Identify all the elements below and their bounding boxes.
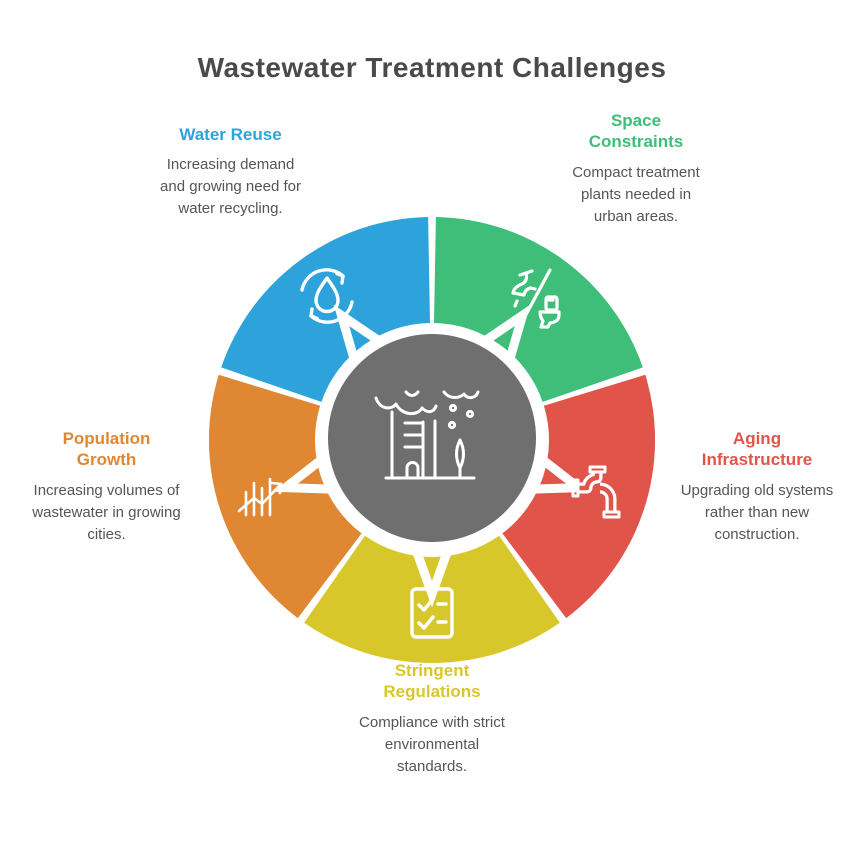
segment-space-constraints (434, 217, 643, 402)
center-circle (328, 334, 536, 542)
label-block-population-growth: Population Growth Increasing volumes of … (14, 428, 199, 546)
segment-description: Compact treatment plants needed in urban… (572, 163, 700, 225)
chevron-icon (272, 455, 332, 494)
label-block-space-constraints: Space Constraints Compact treatment plan… (551, 110, 721, 228)
segment-description: Upgrading old systems rather than new co… (680, 481, 834, 543)
pipes-icon (571, 465, 621, 519)
slash-divider (520, 268, 552, 324)
segment-divider-chevrons (272, 304, 592, 608)
city-water-icon (374, 390, 480, 480)
chevron-icon (333, 304, 382, 361)
segment-description: Increasing volumes of wastewater in grow… (32, 481, 181, 543)
label-block-water-reuse: Water Reuse Increasing demand and growin… (138, 124, 323, 220)
segment-label: Stringent Regulations (383, 661, 481, 702)
segment-description: Increasing demand and growing need for w… (160, 156, 301, 218)
segment-description: Compliance with strict environmental sta… (359, 713, 505, 775)
infographic-title: Wastewater Treatment Challenges (197, 52, 667, 83)
segment-label: Population Growth (62, 429, 151, 470)
segment-label: Space Constraints (588, 111, 684, 152)
growth-chart-icon (237, 477, 283, 517)
label-block-stringent-regulations: Stringent Regulations Compliance with st… (342, 660, 522, 778)
chevron-icon (482, 304, 531, 361)
segment-population-growth (208, 374, 362, 619)
segment-label: Aging Infrastructure (701, 429, 813, 470)
sanitation-icon (511, 268, 561, 329)
segment-water-reuse (221, 217, 430, 402)
label-block-aging-infrastructure: Aging Infrastructure Upgrading old syste… (668, 428, 846, 546)
chevron-icon (412, 549, 452, 608)
checklist-icon (410, 587, 454, 639)
water-recycle-icon (300, 268, 354, 324)
segment-label: Water Reuse (179, 125, 282, 144)
